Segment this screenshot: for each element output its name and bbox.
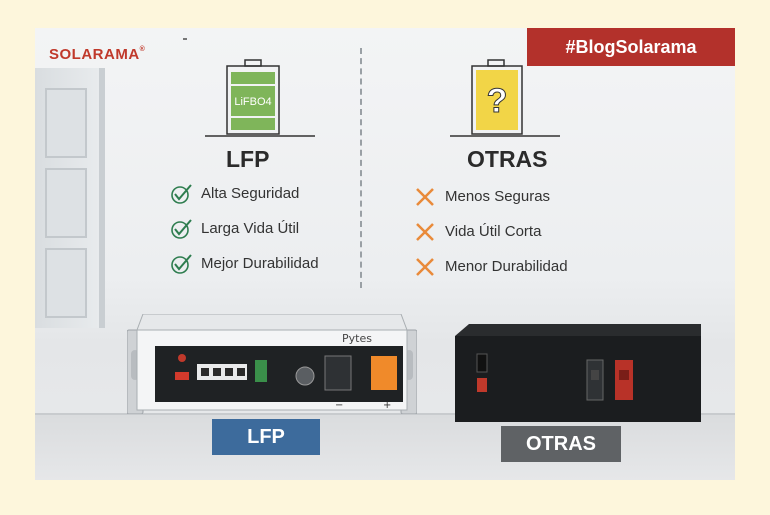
question-mark-icon: ? — [487, 82, 508, 120]
lfp-heading: LFP — [226, 146, 270, 172]
lifepo4-battery-icon: LiFBO4 — [205, 59, 315, 137]
svg-text:+: + — [383, 400, 391, 411]
cross-icon — [416, 187, 434, 206]
unknown-battery-icon: ? — [450, 59, 560, 137]
svg-text:Pytes: Pytes — [342, 332, 372, 345]
check-icon — [171, 183, 192, 204]
hashtag-banner[interactable]: #BlogSolarama — [527, 28, 735, 66]
battery-chemistry-label: LiFBO4 — [234, 96, 271, 108]
cross-icon — [416, 257, 434, 276]
list-item: Menor Durabilidad — [413, 249, 568, 284]
list-item: Larga Vida Útil — [169, 211, 319, 246]
check-icon — [171, 218, 192, 239]
dashed-divider — [360, 48, 362, 288]
otras-label-badge: OTRAS — [501, 426, 621, 462]
lfp-label-badge: LFP — [212, 419, 320, 455]
background-window — [35, 68, 105, 328]
infographic-card: SOLARAMA® #BlogSolarama LiFBO4 ? LFP OTR… — [35, 28, 735, 480]
list-item: Vida Útil Corta — [413, 214, 568, 249]
list-item: Mejor Durabilidad — [169, 246, 319, 281]
otras-battery-device — [455, 324, 701, 422]
check-icon — [171, 253, 192, 274]
list-item: Menos Seguras — [413, 179, 568, 214]
list-item: Alta Seguridad — [169, 176, 319, 211]
otras-features-list: Menos Seguras Vida Útil Corta Menor Dura… — [413, 179, 568, 284]
lfp-features-list: Alta Seguridad Larga Vida Útil Mejor Dur… — [169, 176, 319, 281]
solarama-logo: SOLARAMA® — [49, 46, 146, 63]
svg-text:−: − — [335, 400, 343, 411]
lfp-battery-device: Pytes − + — [127, 314, 417, 414]
otras-heading: OTRAS — [467, 146, 548, 172]
cross-icon — [416, 222, 434, 241]
shelf — [35, 413, 735, 480]
